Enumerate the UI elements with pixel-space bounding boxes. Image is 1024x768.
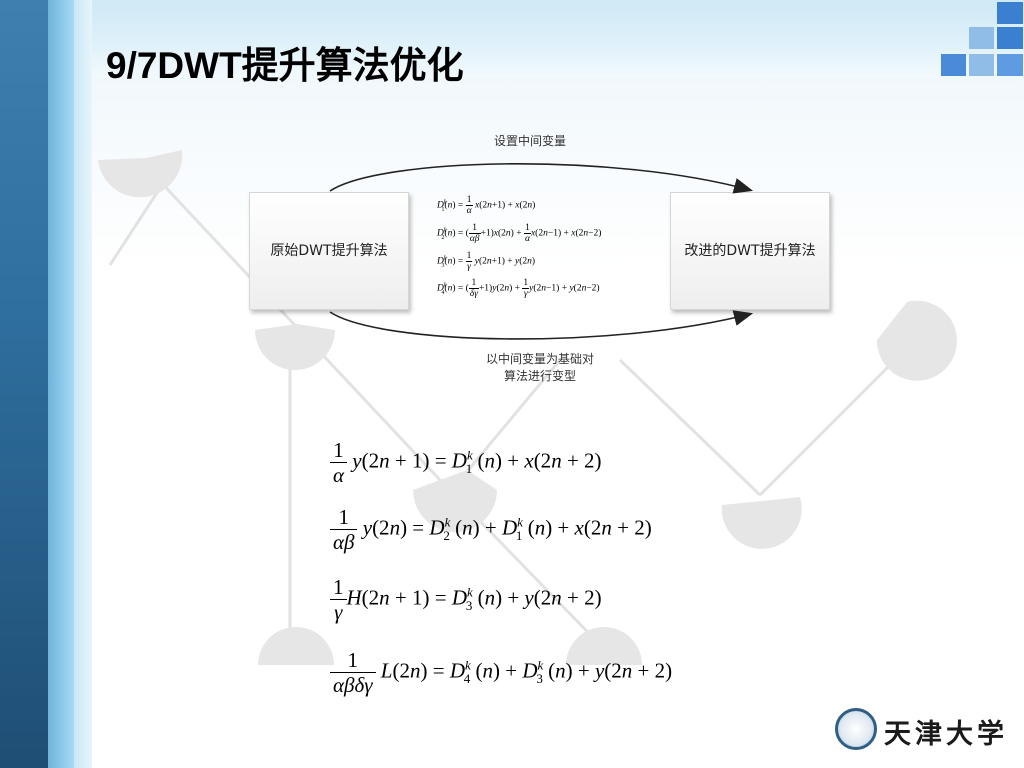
bottom-arrow bbox=[329, 310, 754, 340]
bottom-arrow-label-line2: 算法进行变型 bbox=[503, 369, 576, 383]
improved-algorithm-box: 改进的DWT提升算法 bbox=[670, 192, 830, 310]
university-seal-icon bbox=[835, 708, 877, 750]
content-background bbox=[92, 78, 1024, 718]
left-sidebar-light bbox=[74, 0, 92, 768]
bottom-arrow-label: 以中间变量为基础对 算法进行变型 bbox=[455, 351, 625, 385]
top-arrow bbox=[329, 163, 754, 194]
page-title: 9/7DWT提升算法优化 bbox=[106, 45, 464, 86]
header-band bbox=[0, 0, 1024, 80]
university-name: 天津大学 bbox=[884, 719, 1008, 750]
bottom-arrow-label-line1: 以中间变量为基础对 bbox=[485, 352, 594, 366]
left-sidebar-dark bbox=[0, 0, 48, 768]
original-algorithm-box: 原始DWT提升算法 bbox=[249, 192, 409, 310]
top-arrow-label: 设置中间变量 bbox=[493, 134, 566, 148]
left-sidebar-mid bbox=[48, 0, 74, 768]
